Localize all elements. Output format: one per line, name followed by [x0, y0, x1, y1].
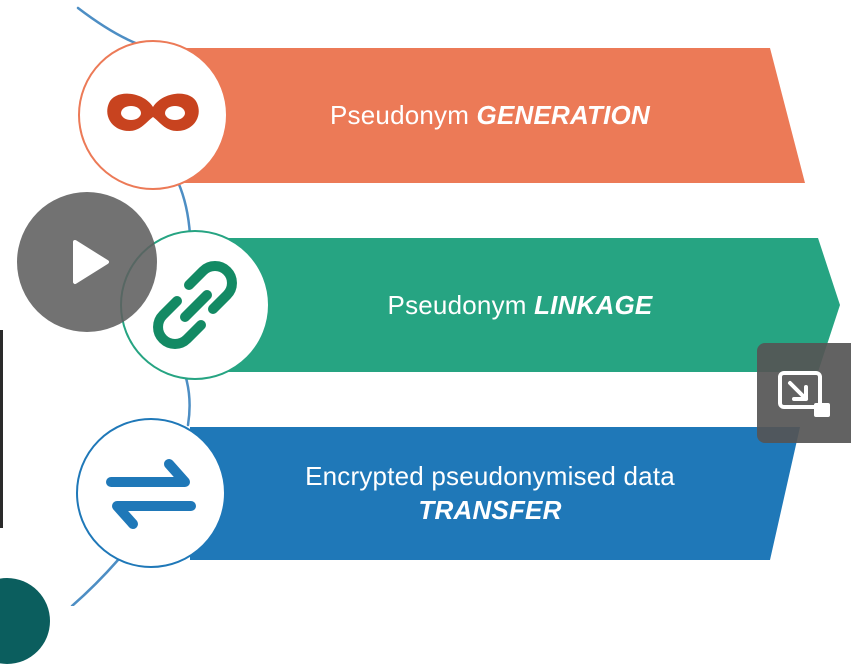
left-edge-bar: [0, 330, 3, 528]
step-label-transfer: Encrypted pseudonymised data TRANSFER: [230, 459, 750, 527]
step-emphasis: GENERATION: [476, 100, 650, 130]
step-prefix: Encrypted pseudonymised data: [305, 461, 675, 491]
mask-icon: [107, 93, 199, 131]
step-prefix: Pseudonym: [387, 290, 535, 320]
transfer-arrows-icon: [106, 459, 196, 529]
connector-line: [70, 6, 192, 606]
banner-transfer: [190, 427, 800, 560]
generation-icon-circle: [78, 40, 228, 190]
step-prefix: Pseudonym: [330, 100, 477, 130]
pseudonymisation-diagram: Pseudonym GENERATION Pseudonym LINKAGE E…: [0, 6, 851, 664]
play-button[interactable]: [17, 192, 157, 332]
banner-linkage: [190, 238, 840, 372]
transfer-icon-circle: [76, 418, 226, 568]
step-emphasis: LINKAGE: [534, 290, 653, 320]
step-label-linkage: Pseudonym LINKAGE: [260, 288, 780, 322]
banner-generation: [150, 48, 805, 183]
banners: [150, 48, 840, 560]
link-icon: [153, 261, 237, 349]
step-label-generation: Pseudonym GENERATION: [230, 98, 750, 132]
picture-in-picture-icon: [778, 371, 830, 417]
picture-in-picture-button[interactable]: [757, 343, 851, 443]
play-icon: [73, 240, 109, 284]
step-emphasis: TRANSFER: [418, 495, 562, 525]
